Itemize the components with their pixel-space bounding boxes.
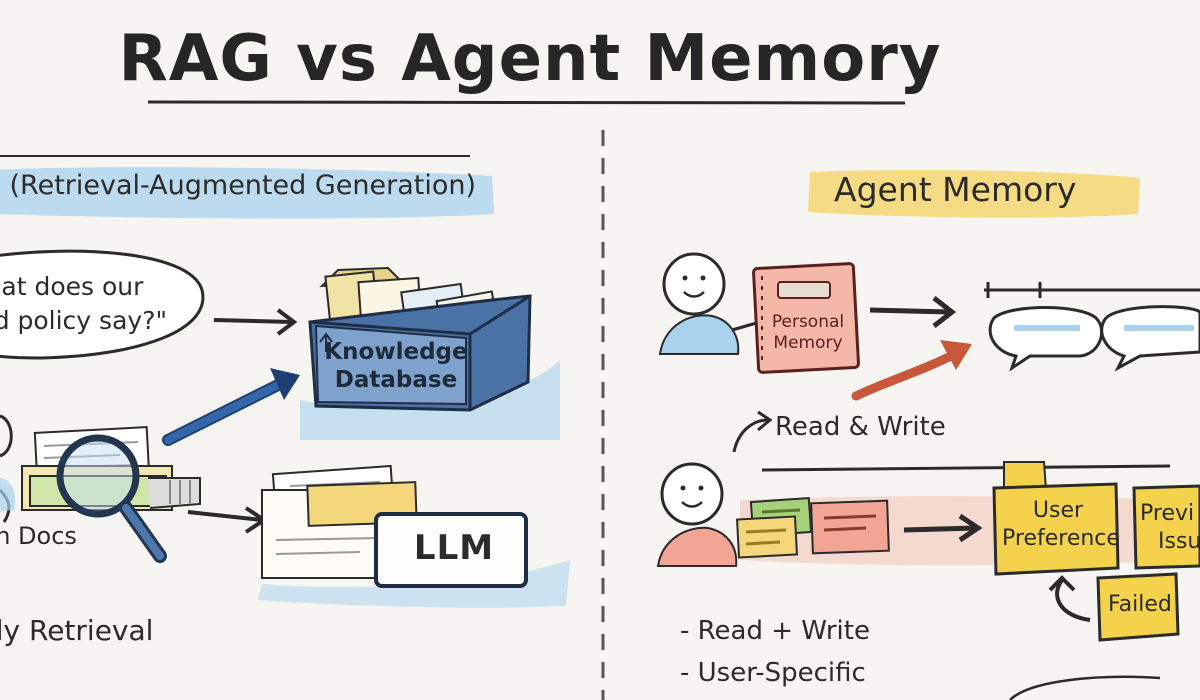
arrow-to-llm <box>187 510 263 522</box>
speech-bubble-line-1: hat does our <box>0 272 144 301</box>
memory-feature-user-specific: - User-Specific <box>680 658 866 688</box>
previous-issues-label: Previ Issu <box>1140 500 1200 556</box>
pm-line-1: Personal <box>771 312 845 332</box>
arrow-to-user-pref <box>903 525 977 533</box>
person-top <box>662 252 726 316</box>
llm-label: LLM <box>413 528 495 568</box>
search-docs-label: ch Docs <box>0 522 77 550</box>
rag-heading-highlight <box>0 167 494 219</box>
agent-memory-heading: Agent Memory <box>834 170 1077 209</box>
orange-arrow <box>851 347 963 401</box>
chat-bubble-2 <box>1100 305 1200 372</box>
rag-feature-retrieval: nly Retrieval <box>0 614 154 647</box>
magnifier <box>56 434 140 518</box>
kb-shadow <box>300 360 560 440</box>
user-preference-card <box>992 482 1120 576</box>
prev-line-2: Issu <box>1158 529 1200 554</box>
speech-bubble <box>0 249 205 360</box>
llm-box <box>374 512 528 588</box>
title-underline <box>147 100 906 105</box>
kb-label-line-2: Database <box>334 367 458 393</box>
rag-heading: G (Retrieval-Augmented Generation) <box>0 170 476 201</box>
person-fragment <box>0 414 13 458</box>
read-write-arrow <box>732 418 769 453</box>
prev-line-1: Previ <box>1140 501 1195 526</box>
note-pink <box>810 499 890 555</box>
speech-bubble-line-2: und policy say?" <box>0 306 167 335</box>
memory-heading-highlight <box>808 170 1140 218</box>
kb-label-line-1: Knowledge <box>324 339 468 365</box>
failed-arrow <box>1055 578 1091 622</box>
read-write-label: Read & Write <box>775 412 946 442</box>
chat-bubble-1 <box>988 306 1103 372</box>
user-pref-line-2: Preference <box>1002 526 1120 551</box>
previous-issues-card <box>1132 484 1200 570</box>
llm-shadow <box>258 560 570 608</box>
knowledge-database-label: Knowledge Database <box>306 338 486 394</box>
note-yellow <box>735 515 799 559</box>
memory-row-line <box>761 464 1171 472</box>
arrow-notebook-to-chat <box>869 307 951 315</box>
user-pref-line-1: User <box>1032 498 1084 523</box>
user-preference-label: User Preference <box>1002 497 1120 553</box>
failed-label: Failed <box>1108 592 1172 617</box>
personal-memory-label: Personal Memory <box>768 312 848 354</box>
arrow-to-kb <box>213 318 293 324</box>
pm-line-2: Memory <box>773 333 843 353</box>
person-bottom <box>660 462 724 526</box>
page-title: RAG vs Agent Memory <box>118 22 942 96</box>
memory-feature-read-write: - Read + Write <box>680 616 870 646</box>
speech-bubble-text: hat does our und policy say?" <box>0 270 167 338</box>
failed-card <box>1096 572 1180 642</box>
